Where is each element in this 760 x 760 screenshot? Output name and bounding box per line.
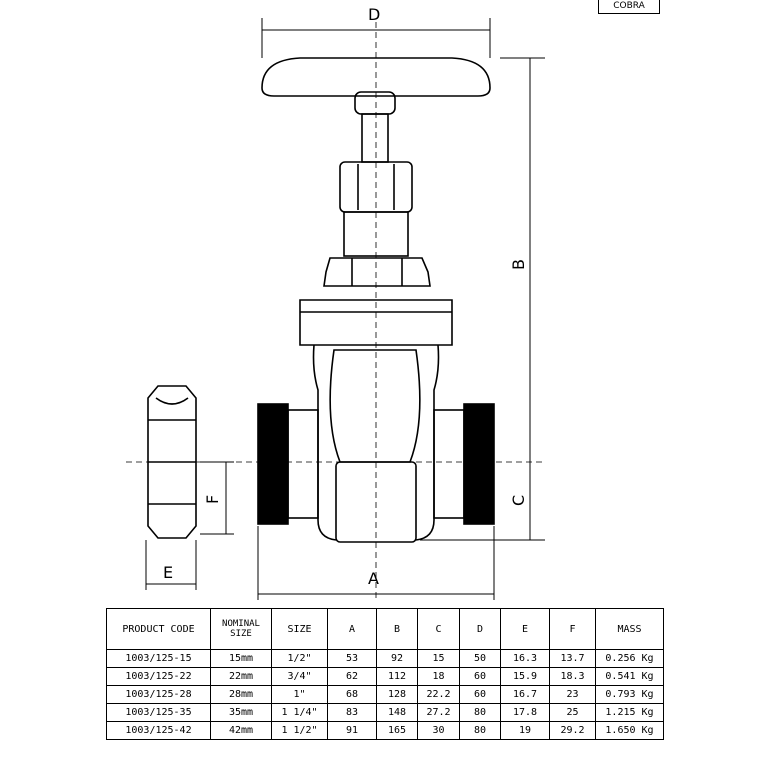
header-size: SIZE <box>271 608 328 650</box>
table-header-row: PRODUCT CODE NOMINAL SIZE SIZE A B C D E… <box>106 608 664 650</box>
left-thread <box>257 403 289 525</box>
dim-b: B <box>509 259 528 270</box>
spec-table: PRODUCT CODE NOMINAL SIZE SIZE A B C D E… <box>106 608 664 740</box>
dim-a: A <box>368 569 379 588</box>
body-wedge <box>329 349 421 463</box>
body-right <box>433 344 440 410</box>
nut-side <box>147 385 197 539</box>
dim-e: E <box>163 563 173 582</box>
header-f: F <box>549 608 596 650</box>
dim-c: C <box>509 495 528 506</box>
stem <box>361 113 389 163</box>
header-b: B <box>376 608 418 650</box>
body-left <box>312 344 319 410</box>
bonnet-flange <box>299 299 453 346</box>
header-mass: MASS <box>595 608 664 650</box>
handwheel <box>261 57 491 97</box>
valve-drawing: D B C A E F <box>126 5 545 600</box>
header-c: C <box>417 608 460 650</box>
right-thread <box>463 403 495 525</box>
header-product-code: PRODUCT CODE <box>106 608 211 650</box>
dim-f: F <box>203 495 222 504</box>
header-d: D <box>459 608 501 650</box>
bonnet-hex <box>323 257 431 287</box>
dim-d: D <box>368 5 380 24</box>
header-a: A <box>327 608 377 650</box>
header-nominal-size: NOMINAL SIZE <box>210 608 272 650</box>
brand-label: COBRA <box>598 0 660 14</box>
header-e: E <box>500 608 550 650</box>
